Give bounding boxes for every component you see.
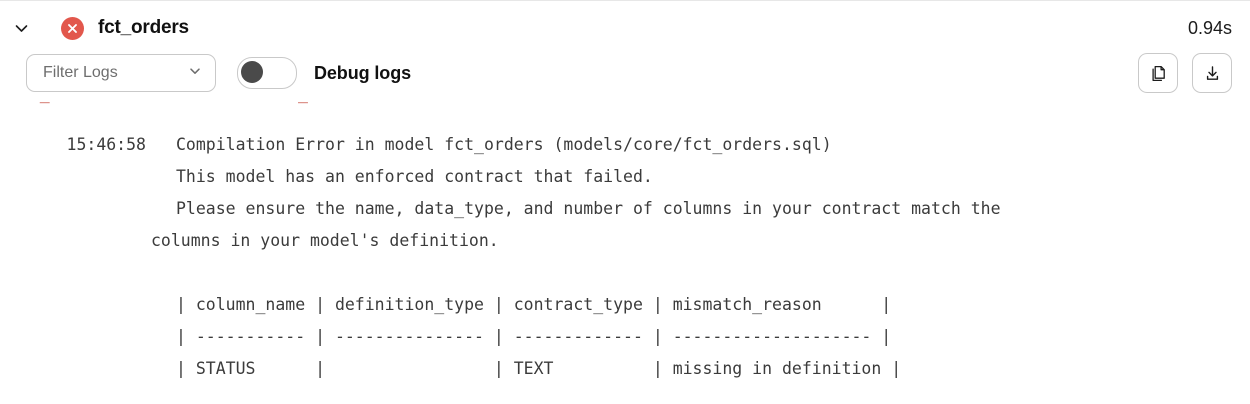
filter-logs-label: Filter Logs — [43, 64, 118, 81]
copy-icon — [1149, 64, 1168, 83]
contract-table-header-row: | column_name | definition_type | contra… — [176, 295, 892, 314]
clipped-previous-log-line: _ _ . — [0, 100, 408, 110]
log-line: 15:46:58 Compilation Error in model fct_… — [0, 129, 1250, 161]
copy-button[interactable] — [1138, 53, 1178, 93]
run-duration: 0.94s — [1187, 17, 1232, 38]
log-output-panel[interactable]: _ _ . 15:46:58 Compilation Error in mode… — [0, 100, 1250, 404]
toggle-knob — [241, 61, 263, 83]
log-toolbar: Filter Logs Debug logs — [0, 52, 1250, 94]
top-divider — [0, 0, 1250, 1]
log-line: Please ensure the name, data_type, and n… — [0, 193, 1250, 225]
chevron-down-icon — [188, 64, 202, 83]
log-message-line: This model has an enforced contract that… — [176, 167, 653, 186]
log-blank-line — [0, 257, 1250, 289]
log-message-wrapped-line: columns in your model's definition. — [151, 231, 499, 250]
collapse-toggle-button[interactable] — [6, 13, 36, 43]
chevron-down-icon — [13, 20, 30, 37]
log-message-line: Compilation Error in model fct_orders (m… — [176, 135, 832, 154]
log-message-line: Please ensure the name, data_type, and n… — [176, 199, 1001, 218]
debug-logs-toggle[interactable] — [237, 57, 297, 89]
run-result-header: fct_orders 0.94s — [0, 8, 1250, 48]
contract-table-data-row: | STATUS | | TEXT | missing in definitio… — [176, 359, 902, 378]
page-title: fct_orders — [98, 17, 189, 38]
download-icon — [1203, 64, 1222, 83]
error-circle-x-icon — [61, 16, 84, 40]
log-entry: 15:46:58 Compilation Error in model fct_… — [0, 129, 1250, 385]
debug-logs-label: Debug logs — [314, 62, 411, 83]
filter-logs-select[interactable]: Filter Logs — [26, 54, 216, 92]
contract-table-separator-row: | ----------- | --------------- | ------… — [176, 327, 892, 346]
download-button[interactable] — [1192, 53, 1232, 93]
log-line: This model has an enforced contract that… — [0, 161, 1250, 193]
log-timestamp: 15:46:58 — [66, 135, 146, 154]
